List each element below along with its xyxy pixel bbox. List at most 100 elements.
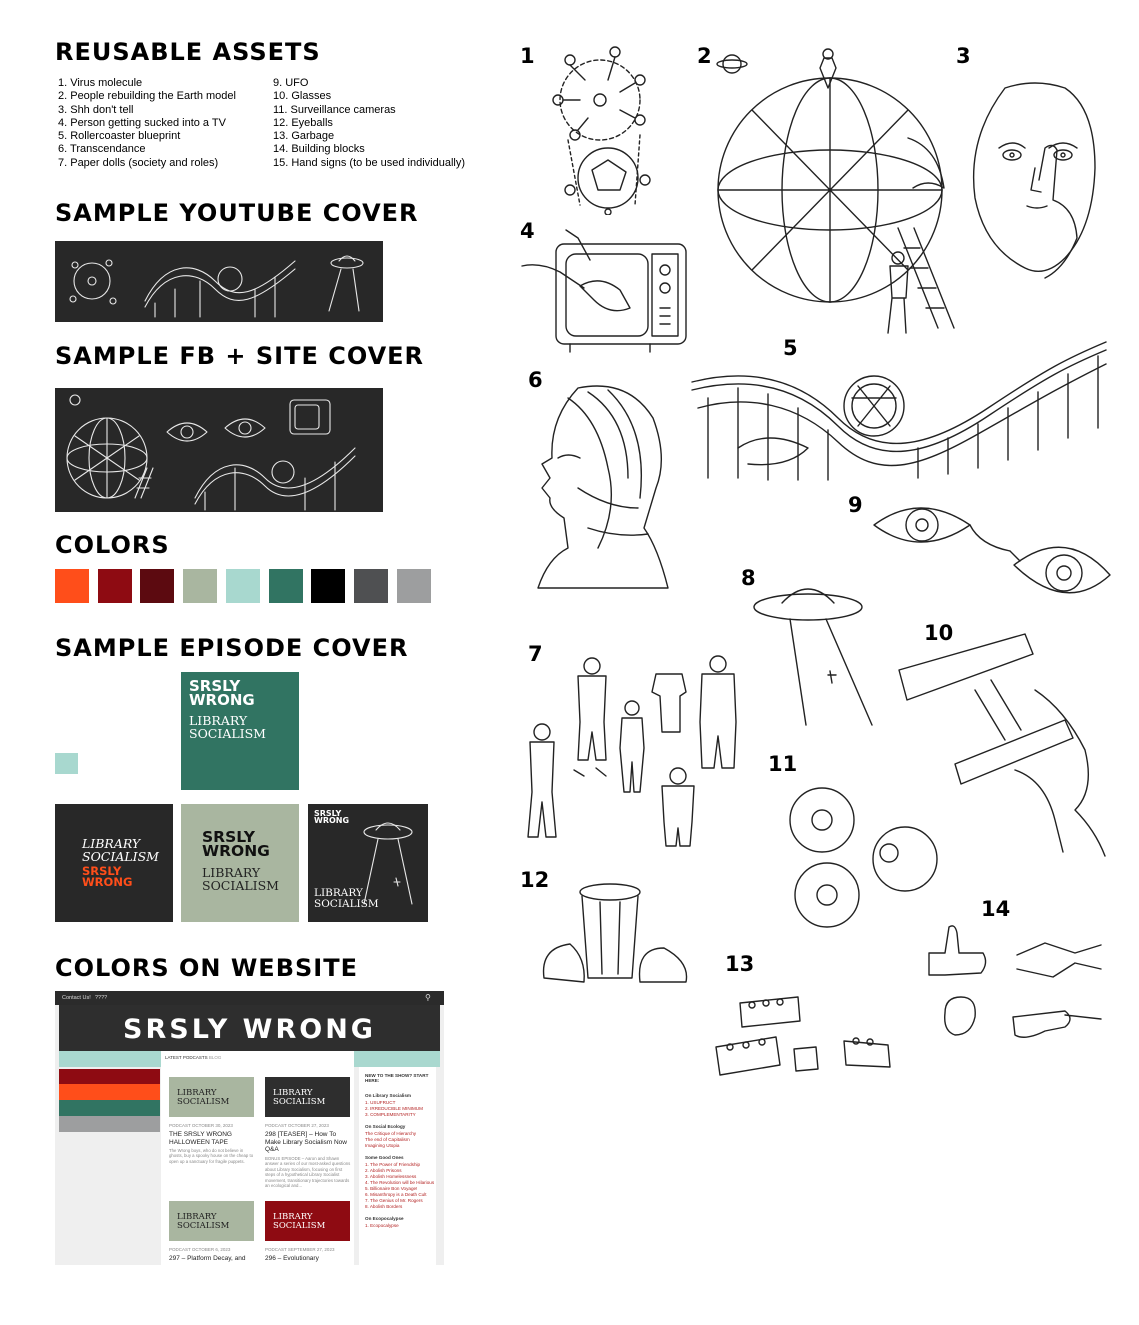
post-cover[interactable]: LIBRARY SOCIALISM: [265, 1201, 350, 1241]
asset-item: 15. Hand signs (to be used individually): [273, 156, 466, 169]
asset-item: 14. Building blocks: [273, 143, 365, 156]
post-meta: PODCAST OCTOBER 27, 2023: [265, 1123, 329, 1128]
asset-list-right: 9. UFO 10. Glasses 11. Surveillance came…: [273, 77, 465, 170]
sidebar-link[interactable]: Imagining Utopia: [365, 1143, 400, 1148]
cover-subtitle: LIBRARY SOCIALISM: [82, 836, 159, 865]
post-cover[interactable]: LIBRARY SOCIALISM: [169, 1077, 254, 1117]
heading-colors: COLORS: [55, 531, 170, 559]
sidebar-link[interactable]: 4. The Revolution will be Hilarious: [365, 1180, 435, 1185]
stripe-green: [59, 1100, 160, 1116]
site-banner: SRSLY WRONG: [59, 1005, 440, 1051]
cover-title: SRSLY WRONG: [202, 828, 270, 861]
sidebar-link[interactable]: 1. Ecopocalypse: [365, 1223, 399, 1228]
site-sidebar: NEW TO THE SHOW? START HERE: On Library S…: [359, 1067, 436, 1265]
episode-cover-ufo: SRSLY WRONG LIBRARY SOCIALISM: [308, 804, 428, 922]
color-swatch: [311, 569, 346, 603]
cover-subtitle: LIBRARY SOCIALISM: [189, 713, 266, 742]
post-cover[interactable]: LIBRARY SOCIALISM: [169, 1201, 254, 1241]
asset-number: 6: [528, 368, 543, 392]
sidebar-link[interactable]: 1. The Power of Friendship: [365, 1162, 421, 1167]
asset-item: 13. Garbage: [273, 130, 335, 143]
virus-molecule-illustration: [540, 40, 680, 215]
cover-subtitle: LIBRARY SOCIALISM: [202, 865, 279, 894]
sidebar-link[interactable]: The end of Capitalism: [365, 1137, 410, 1142]
post-meta: PODCAST OCTOBER 30, 2023: [169, 1123, 233, 1128]
site-top-bar: Contact Us! ???? ⚲: [55, 991, 444, 1005]
sidebar-link[interactable]: 3. Abolish Homelessness: [365, 1174, 417, 1179]
ufo-illustration: [748, 575, 878, 730]
heading-reusable-assets: REUSABLE ASSETS: [55, 38, 321, 66]
asset-item: 10. Glasses: [273, 90, 332, 103]
asset-item: 11. Surveillance cameras: [273, 103, 396, 116]
post-cover[interactable]: LIBRARY SOCIALISM: [265, 1077, 350, 1117]
heading-episode-cover: SAMPLE EPISODE COVER: [55, 634, 409, 662]
stripe-gray: [59, 1116, 160, 1132]
color-swatch: [353, 569, 388, 603]
asset-item: 7. Paper dolls (society and roles): [58, 156, 219, 169]
asset-number: 5: [783, 336, 798, 360]
color-swatch: [140, 569, 175, 603]
search-icon[interactable]: ⚲: [425, 993, 431, 1002]
color-swatch: [396, 569, 431, 603]
asset-item: 2. People rebuilding the Earth model: [58, 90, 236, 103]
asset-item: 12. Eyeballs: [273, 116, 333, 129]
asset-number: 3: [956, 44, 971, 68]
fb-site-cover-image: [55, 388, 383, 512]
asset-item: 1. Virus molecule: [58, 77, 143, 89]
color-swatch: [225, 569, 260, 603]
youtube-cover-art: [69, 255, 364, 318]
site-brand: SRSLY WRONG: [123, 1014, 376, 1045]
asset-number: 4: [520, 219, 535, 243]
nav-contact-link[interactable]: Contact Us!: [62, 995, 91, 1001]
sidebar-link[interactable]: 1. USUFRUCT: [365, 1100, 396, 1105]
cover-title: SRSLY WRONG: [314, 809, 350, 826]
fb-cover-art: [66, 394, 356, 511]
asset-number: 1: [520, 44, 535, 68]
heading-youtube-cover: SAMPLE YOUTUBE COVER: [55, 199, 419, 227]
garbage-illustration: [540, 878, 690, 990]
asset-list-left: 1. Virus molecule 2. People rebuilding t…: [58, 77, 236, 170]
sidebar-group-title: On Library Socialism: [365, 1093, 411, 1098]
asset-item: 9. UFO: [273, 77, 309, 89]
color-swatch: [55, 569, 89, 603]
youtube-cover-image: [55, 241, 383, 322]
cover-subtitle: LIBRARY SOCIALISM: [314, 887, 379, 911]
stripe-orange: [59, 1084, 160, 1100]
sidebar-link[interactable]: 7. The Genius of Mr. Rogers: [365, 1198, 423, 1203]
sidebar-link[interactable]: 3. COMPLEMENTARITY: [365, 1112, 416, 1117]
nav-more-link[interactable]: ????: [95, 995, 108, 1001]
stripe-dark-red: [59, 1069, 160, 1084]
post-title[interactable]: 297 – Platform Decay, and: [169, 1255, 246, 1262]
asset-item: 5. Rollercoaster blueprint: [58, 130, 181, 143]
asset-item: 6. Transcendance: [58, 143, 146, 156]
asset-number: 2: [697, 44, 712, 68]
post-title[interactable]: THE SRSLY WRONG HALLOWEEN TAPE: [169, 1131, 232, 1146]
earth-model-illustration: [708, 48, 958, 338]
episode-cover-sage: SRSLY WRONG LIBRARY SOCIALISM: [181, 804, 299, 922]
asset-number: 12: [520, 868, 550, 892]
sidebar-link[interactable]: 2. Abolish Prisons: [365, 1168, 402, 1173]
paper-dolls-illustration: [522, 652, 747, 847]
episode-cover-green: SRSLY WRONG LIBRARY SOCIALISM: [181, 672, 299, 790]
site-content: LATEST PODCASTS BLOG LIBRARY SOCIALISM P…: [161, 1051, 354, 1265]
color-swatch: [268, 569, 303, 603]
post-title[interactable]: 298 [TEASER] – How To Make Library Socia…: [265, 1131, 347, 1153]
hand-signs-illustration: [925, 923, 1105, 1048]
asset-number: 8: [741, 566, 756, 590]
sidebar-intro: NEW TO THE SHOW? START HERE:: [365, 1073, 429, 1083]
asset-item: 3. Shh don't tell: [58, 103, 134, 116]
section-label: LATEST PODCASTS BLOG: [165, 1055, 222, 1060]
heading-colors-on-website: COLORS ON WEBSITE: [55, 954, 358, 982]
asset-number: 11: [768, 752, 798, 776]
mint-swatch: [55, 753, 78, 774]
sidebar-link[interactable]: 5. Billionaire Bon Voyage!: [365, 1186, 418, 1191]
sidebar-link[interactable]: The Critique of Hierarchy: [365, 1131, 417, 1136]
color-swatch: [97, 569, 132, 603]
sidebar-link[interactable]: 2. IRREDUCIBLE MINIMUM: [365, 1106, 423, 1111]
sidebar-link[interactable]: 6. Misanthropy is a Death Cult: [365, 1192, 427, 1197]
asset-number: 7: [528, 642, 543, 666]
website-screenshot: Contact Us! ???? ⚲ SRSLY WRONG LATEST PO…: [55, 991, 444, 1265]
sidebar-link[interactable]: 8. Abolish Borders: [365, 1204, 403, 1209]
post-excerpt: BONUS EPISODE – Aaron and Shawn answer a…: [265, 1156, 351, 1189]
post-title[interactable]: 296 – Evolutionary: [265, 1255, 319, 1262]
